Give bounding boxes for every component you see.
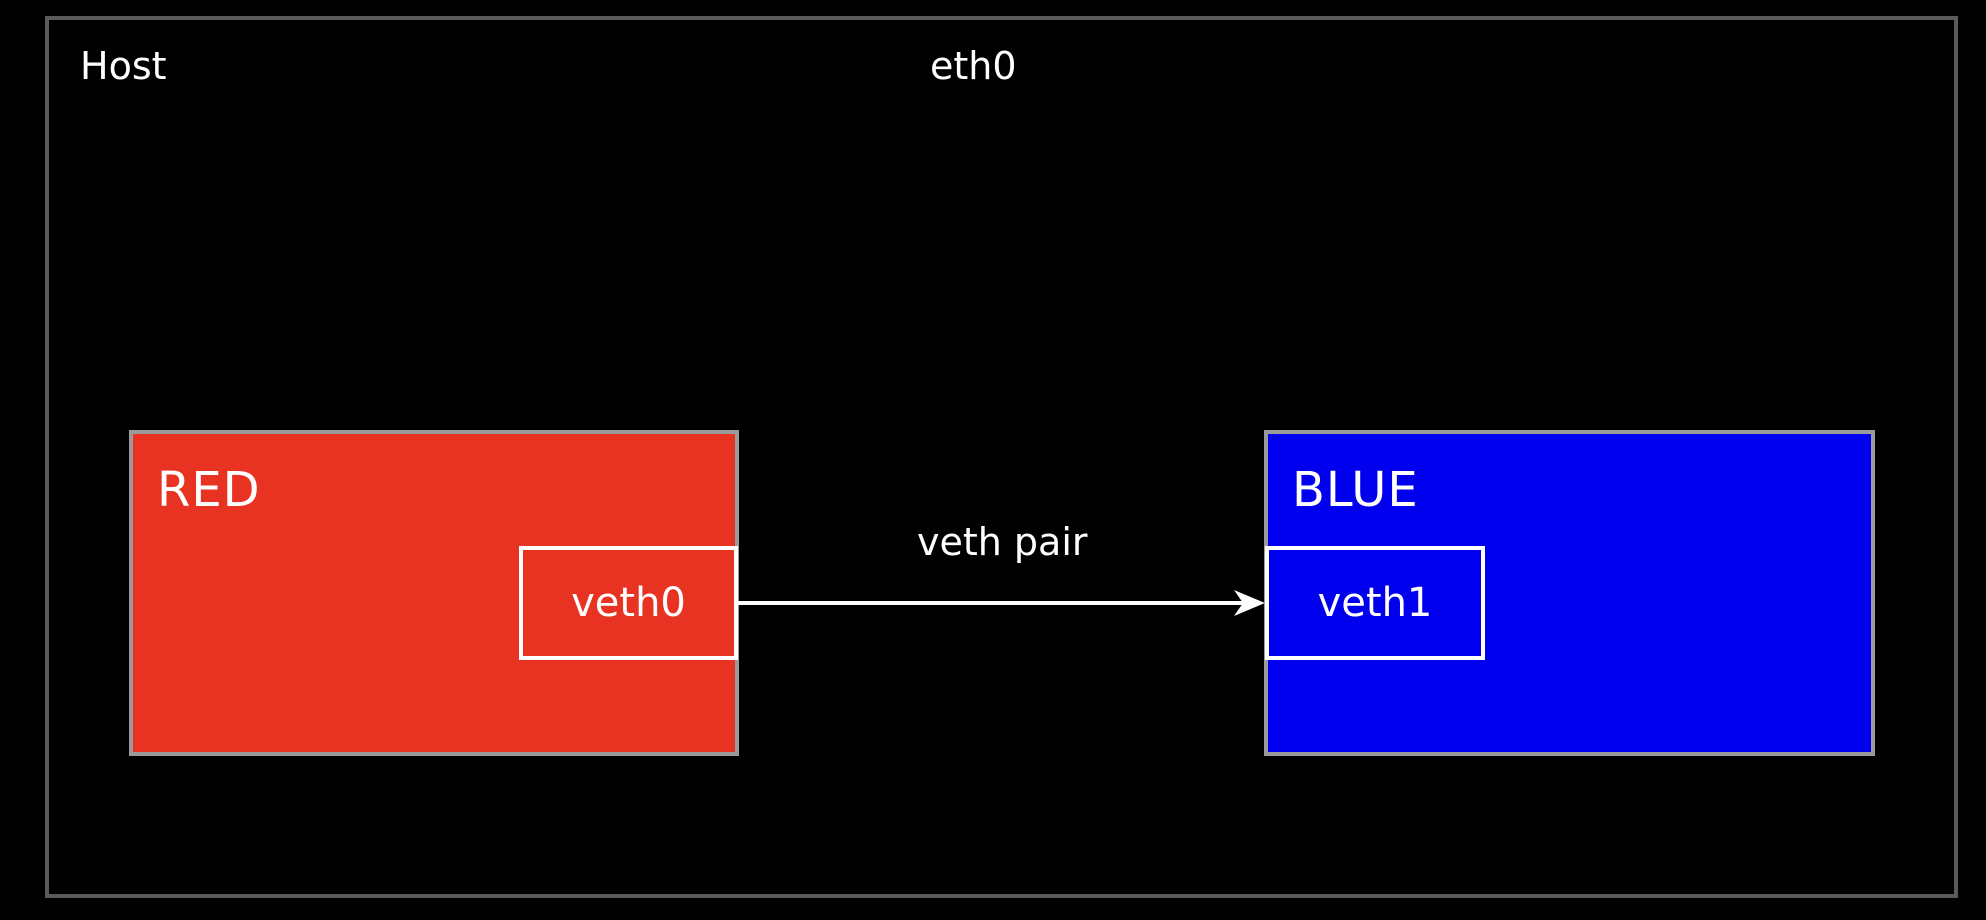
interface-veth1: veth1 xyxy=(1265,546,1485,660)
eth0-label: eth0 xyxy=(930,44,1017,88)
namespace-red: RED xyxy=(129,430,739,756)
interface-veth0: veth0 xyxy=(519,546,738,660)
namespace-red-label: RED xyxy=(157,462,261,518)
host-label: Host xyxy=(80,44,167,88)
namespace-blue-label: BLUE xyxy=(1292,462,1419,518)
namespace-blue: BLUE xyxy=(1264,430,1875,756)
veth-pair-label: veth pair xyxy=(917,520,1088,564)
host-box xyxy=(45,16,1958,898)
